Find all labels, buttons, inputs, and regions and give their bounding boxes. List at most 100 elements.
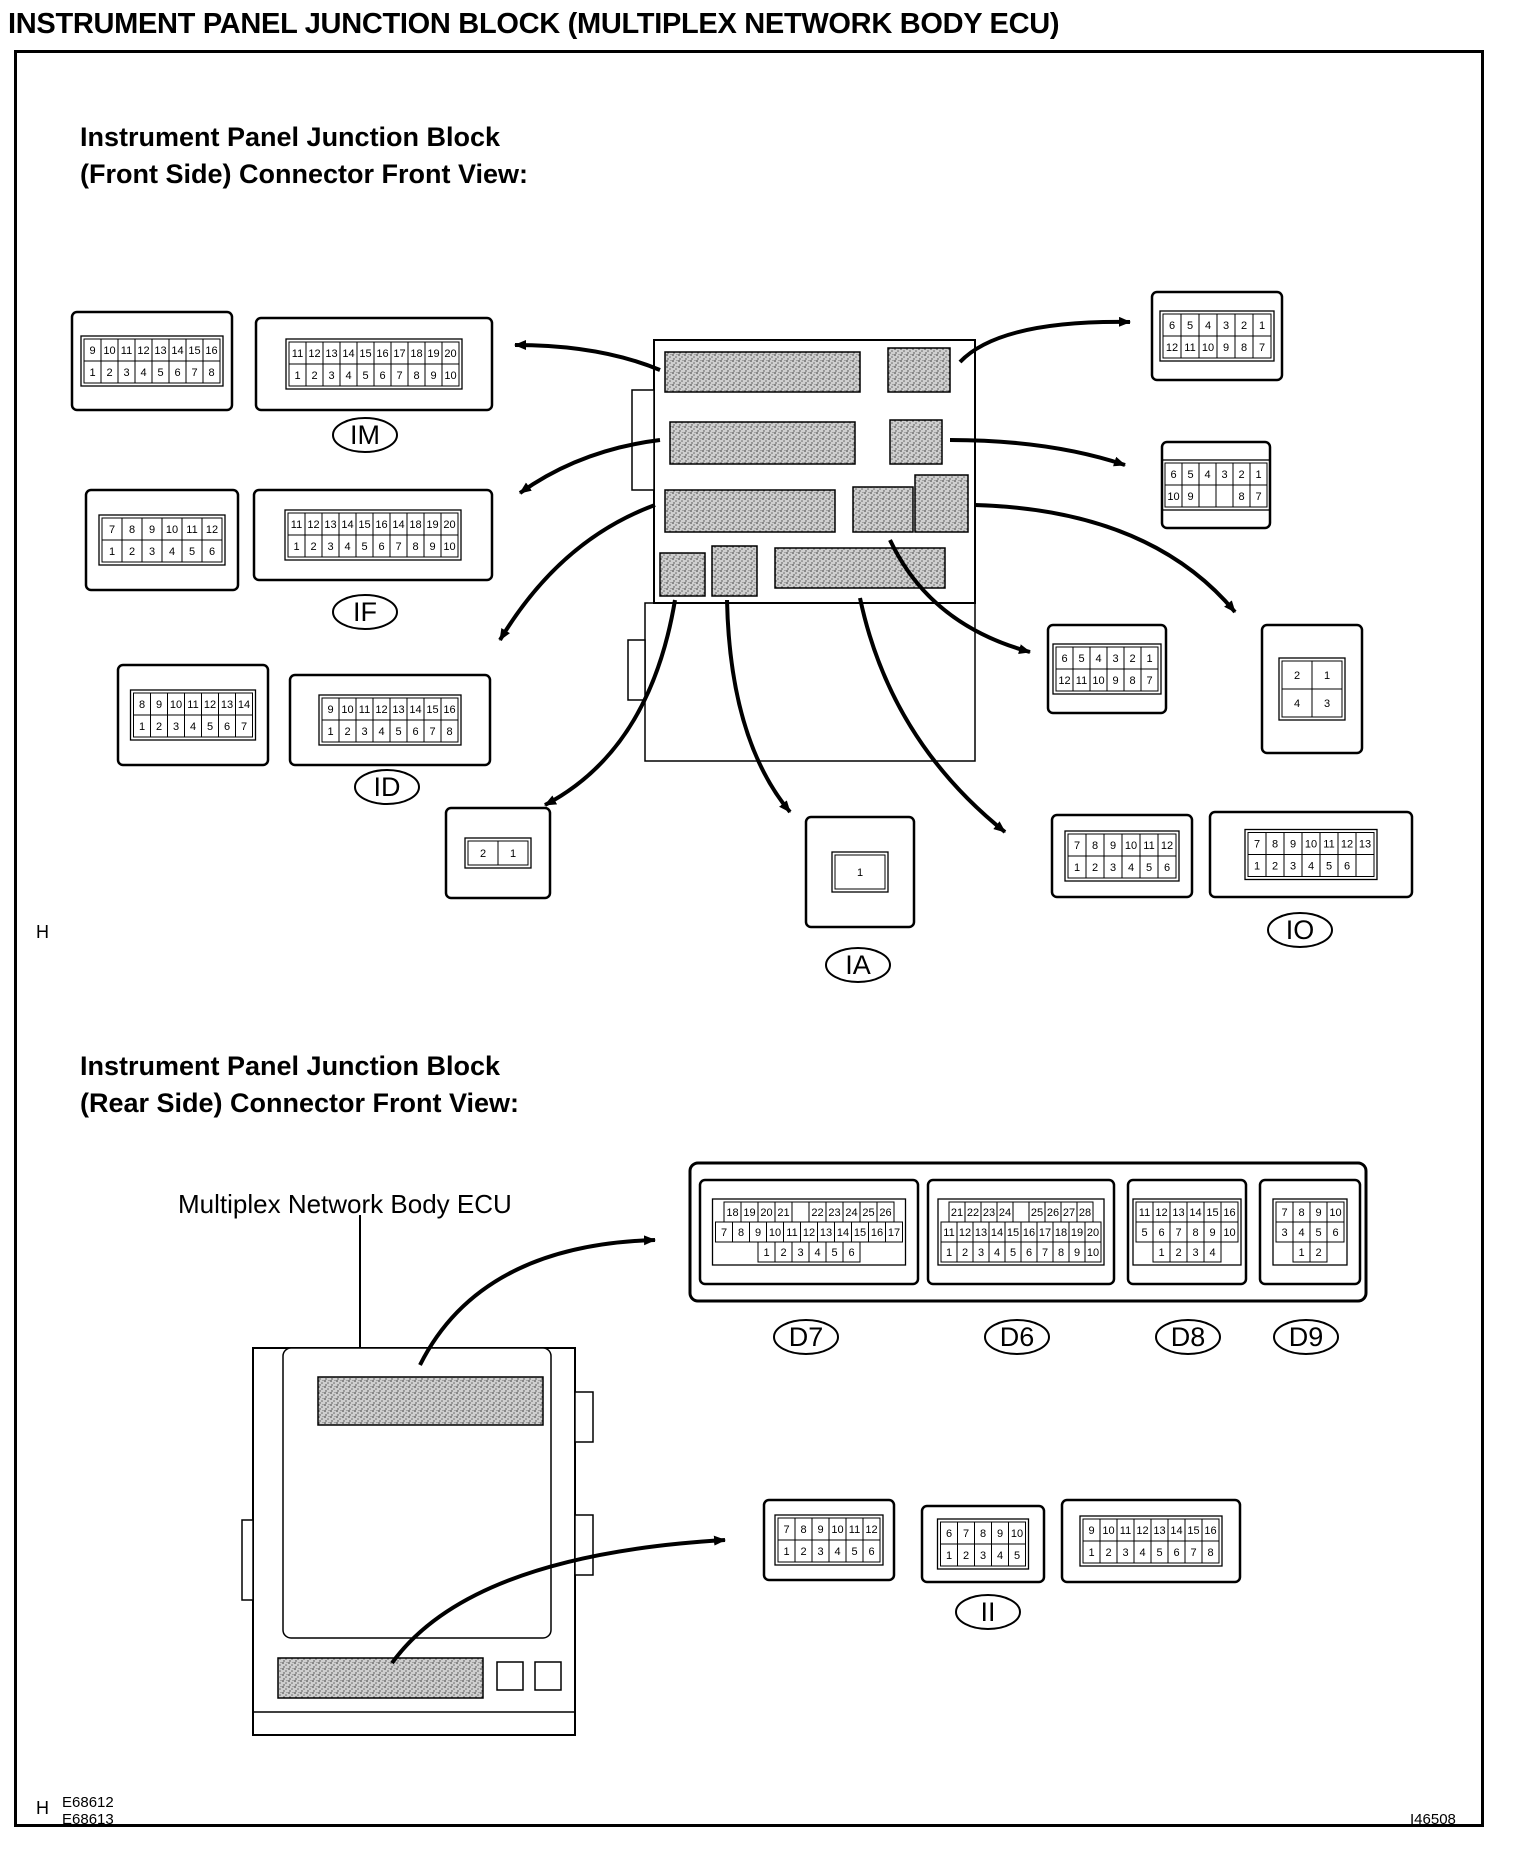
pin-number: 8 [1207,1547,1213,1559]
pin-number: 14 [341,519,353,531]
label-im: IM [332,417,398,453]
pin-number: 5 [1187,469,1193,481]
pin-number: 1 [109,546,115,558]
pin-number: 12 [1161,840,1173,852]
pin-cell [791,1201,810,1223]
pin-number: 12 [865,1524,877,1536]
pin-number: 2 [1175,1247,1181,1259]
pin-cell [1220,1221,1239,1243]
pin-number: 9 [1290,839,1296,851]
pin-number: 16 [443,704,455,716]
pin-cell [842,1241,861,1263]
pin-cell [440,534,459,558]
pin-number: 5 [831,1247,837,1259]
pin-number: 1 [1088,1547,1094,1559]
pin-cell [1198,484,1217,508]
pin-number: 8 [446,726,452,738]
pin-number: 1 [294,370,300,382]
label-text: IM [350,420,380,450]
pin-number: 1 [1259,320,1265,332]
pin-number: 4 [1308,861,1314,873]
pin-cell [235,714,253,738]
pin-number: 6 [868,1546,874,1558]
pin-cell [440,719,459,743]
pin-number: 5 [1187,320,1193,332]
pin-number: 13 [1359,839,1371,851]
pin-number: 2 [311,370,317,382]
front-heading-line1: Instrument Panel Junction Block [80,122,501,152]
pin-number: 9 [997,1528,1003,1540]
pin-number: 22 [967,1207,979,1219]
label-text: IO [1286,915,1315,945]
diagram-frame [14,50,1484,1827]
pin-number: 12 [137,345,149,357]
pin-number: 7 [429,726,435,738]
pin-number: 9 [1074,1247,1080,1259]
pin-number: 4 [344,541,350,553]
pin-number: 3 [1112,653,1118,665]
pin-cell [1309,1241,1328,1263]
pin-number: 15 [854,1227,866,1239]
pin-number: 8 [1238,491,1244,503]
pin-cell [1355,854,1375,877]
pin-number: 2 [962,1247,968,1259]
pin-number: 10 [1125,840,1137,852]
connector-cavity [831,851,889,893]
pin-number: 5 [1078,653,1084,665]
pin-number: 5 [395,726,401,738]
pin-number: 13 [1172,1207,1184,1219]
pin-number: 4 [834,1546,840,1558]
jb-connector-slot-3 [669,421,856,465]
pin-number: 6 [1164,862,1170,874]
pin-number: 9 [1187,491,1193,503]
jb-connector-slot-6 [852,486,914,533]
pin-cell [862,1539,881,1563]
pin-number: 3 [328,370,334,382]
pin-number: 23 [983,1207,995,1219]
pin-number: 28 [1079,1207,1091,1219]
pin-number: 18 [409,519,421,531]
page-title: INSTRUMENT PANEL JUNCTION BLOCK (MULTIPL… [8,8,1060,40]
label-ii: II [955,1594,1021,1630]
pin-number: 12 [959,1227,971,1239]
pin-number: 13 [324,519,336,531]
pin-number: 9 [156,699,162,711]
pin-number: 2 [1241,320,1247,332]
pin-number: 10 [444,370,456,382]
pin-number: 6 [1173,1547,1179,1559]
pin-cell [1084,1241,1102,1263]
connector-cavity [1278,657,1346,721]
pin-number: 16 [375,519,387,531]
pin-number: 3 [980,1550,986,1562]
pin-number: 5 [1146,862,1152,874]
pin-number: 4 [169,546,175,558]
pin-cell [1281,660,1313,690]
pin-number: 2 [1238,469,1244,481]
pin-number: 6 [1344,861,1350,873]
pin-number: 5 [1315,1227,1321,1239]
pin-number: 3 [1290,861,1296,873]
pin-number: 8 [980,1528,986,1540]
connector-cavity [1244,828,1378,881]
pin-number: 12 [1155,1207,1167,1219]
label-d8: D8 [1155,1319,1221,1355]
jb-connector-slot-10 [774,547,946,589]
pin-number: 16 [1204,1525,1216,1537]
pin-number: 11 [121,345,132,357]
pin-number: 26 [1047,1207,1059,1219]
pin-number: 7 [1255,491,1261,503]
pin-number: 13 [221,699,233,711]
pin-number: 18 [410,348,422,360]
pin-number: 10 [443,541,455,553]
pin-number: 4 [997,1550,1003,1562]
pin-number: 13 [325,348,337,360]
pin-number: 14 [171,345,183,357]
pin-number: 8 [413,370,419,382]
